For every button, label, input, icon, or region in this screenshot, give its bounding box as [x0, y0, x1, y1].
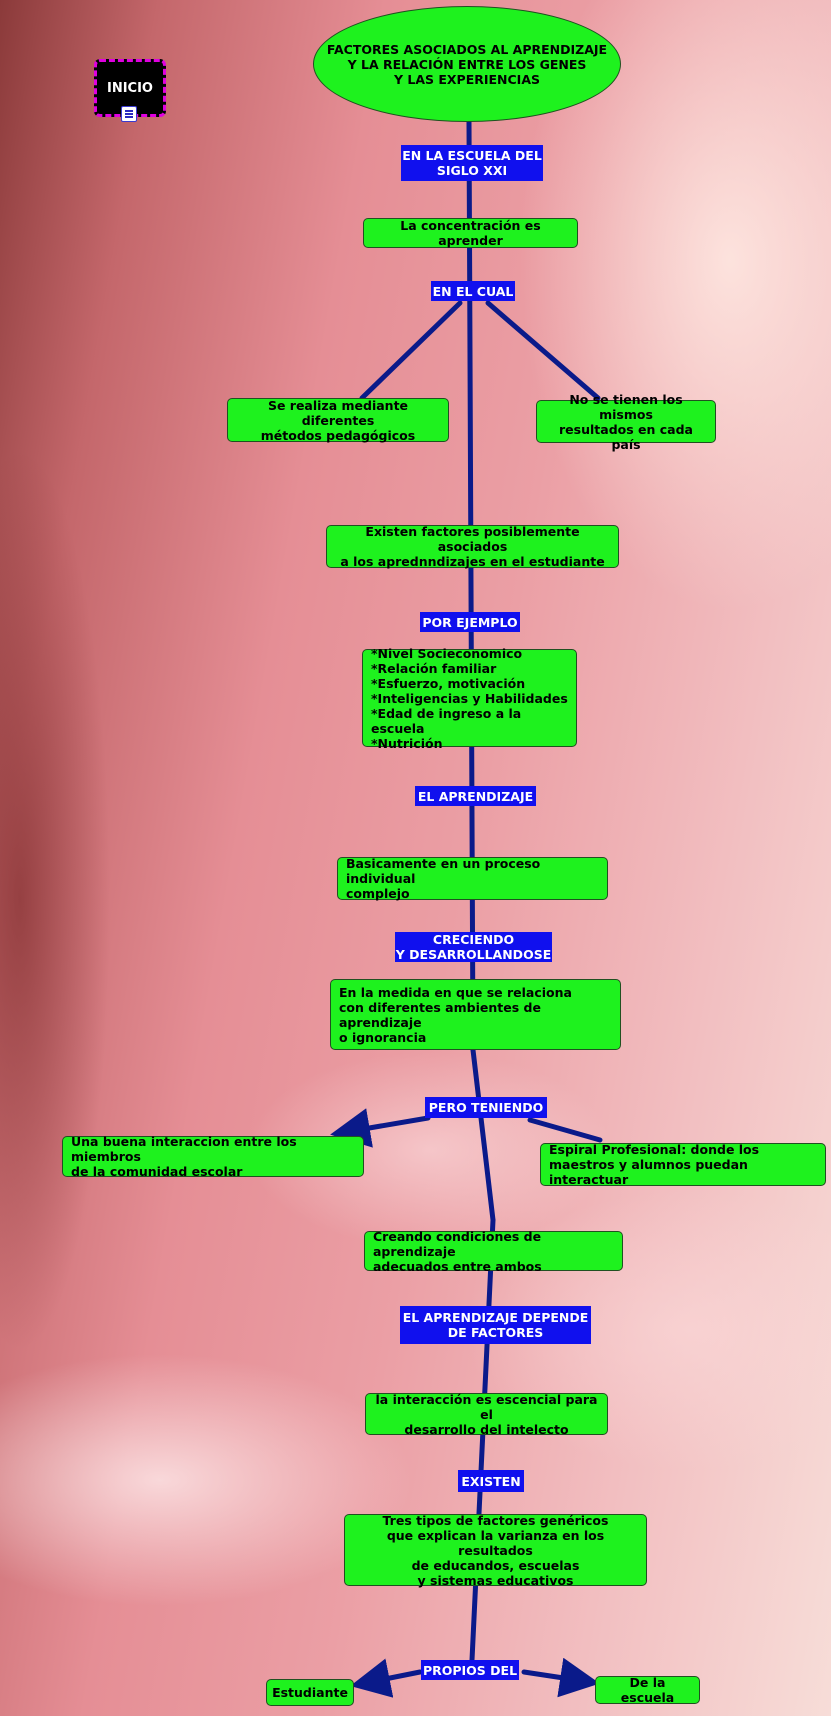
label-en-el-cual: EN EL CUAL — [431, 281, 515, 301]
label-escuela-siglo: EN LA ESCUELA DEL SIGLO XXI — [401, 145, 543, 181]
connector-to-estudiante — [350, 1658, 423, 1698]
connector-to-escuela — [521, 1657, 600, 1698]
connector-to-metodos — [359, 300, 463, 401]
label-existen: EXISTEN — [458, 1470, 524, 1492]
node-factores-asociados: Existen factores posiblemente asociados … — [326, 524, 619, 569]
node-espiral: Espiral Profesional: donde los maestros … — [540, 1142, 826, 1187]
label-propios-del: PROPIOS DEL — [421, 1660, 519, 1680]
connector-main-upper — [466, 119, 476, 1053]
connector-to-espiral — [527, 1117, 603, 1143]
label-por-ejemplo: POR EJEMPLO — [420, 612, 520, 632]
node-creando: Creando condiciones de aprendizaje adecu… — [364, 1229, 623, 1274]
node-concentracion: La concentración es aprender — [363, 218, 578, 248]
connector-to-resultados — [485, 300, 601, 401]
connector-to-interaccion — [330, 1108, 431, 1148]
connector-main-bottom — [469, 1217, 496, 1663]
node-escuela: De la escuela — [595, 1675, 700, 1705]
node-estudiante: Estudiante — [266, 1679, 354, 1706]
label-creciendo: CRECIENDO Y DESARROLLANDOSE — [395, 932, 552, 962]
node-medida: En la medida en que se relaciona con dif… — [330, 979, 621, 1050]
node-lista-factores: *Nivel Socieconomico *Relación familiar … — [362, 646, 577, 751]
node-metodos: Se realiza mediante diferentes métodos p… — [227, 398, 449, 443]
node-intelecto: la interacción es escencial para el desa… — [365, 1392, 608, 1437]
node-tres-tipos: Tres tipos de factores genéricos que exp… — [344, 1513, 647, 1588]
node-interaccion-miembros: Una buena interaccion entre los miembros… — [62, 1134, 364, 1179]
node-basicamente: Basicamente en un proceso individual com… — [337, 856, 608, 901]
label-depende: EL APRENDIZAJE DEPENDE DE FACTORES — [400, 1306, 591, 1344]
label-el-aprendizaje: EL APRENDIZAJE — [415, 786, 536, 806]
map-title: FACTORES ASOCIADOS AL APRENDIZAJE Y LA R… — [313, 6, 621, 122]
map-link-icon[interactable] — [121, 106, 137, 122]
label-pero-teniendo: PERO TENIENDO — [425, 1097, 547, 1118]
connector-main-lower — [470, 1047, 496, 1223]
node-resultados: No se tienen los mismos resultados en ca… — [536, 392, 716, 452]
